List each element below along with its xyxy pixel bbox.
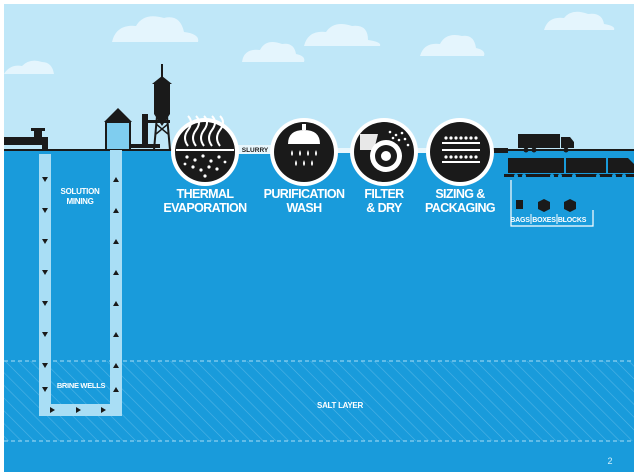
flow-arrows-down [42,177,48,392]
slurry-label: SLURRY [242,147,269,154]
thermal-evaporation-step: THERMAL EVAPORATION [163,115,248,215]
step-label-line: & DRY [366,201,403,215]
flow-arrows-up [113,177,119,392]
pipe-connector [336,148,352,153]
bag-icon [516,200,523,209]
brine-well-pipes [39,150,122,416]
step-label-line: EVAPORATION [163,201,247,215]
pipe-connector [492,148,508,153]
step-label-line: FILTER [364,187,404,201]
step-label-line: SIZING & [435,187,485,201]
flow-arrows-right [50,407,106,413]
diagram-canvas: SLURRY THERMAL EVAPORATION [4,4,634,472]
refinery-silo-icon [142,64,172,151]
solution-mining-label: MINING [66,197,93,206]
conveyor-icon [430,122,490,182]
step-label-line: PURIFICATION [264,187,345,201]
pipe-connector [416,148,430,153]
packaging-label: BOXES [532,217,556,224]
storage-tank [104,108,132,151]
step-label-line: PACKAGING [425,201,495,215]
solution-mining-label: SOLUTION [61,187,100,196]
shower-icon [274,122,334,182]
block-icon [564,199,576,212]
filter-dry-step: FILTER & DRY [350,118,418,215]
cloud [304,24,381,46]
purification-wash-step: PURIFICATION WASH [264,118,346,215]
slurry-pipe [236,145,274,154]
box-icon [538,199,550,212]
salt-layer-label: SALT LAYER [317,401,363,410]
page-number: 2 [607,456,612,466]
cloud [544,11,615,30]
salt-process-diagram: SLURRY THERMAL EVAPORATION [4,4,634,472]
packaging-label: BAGS [510,217,530,224]
packaging-types: BAGS BOXES BLOCKS [510,180,594,227]
truck-icon [518,134,574,153]
surface-pipe [130,144,160,148]
cloud [4,60,54,74]
brine-wells-label: BRINE WELLS [57,381,106,390]
clouds [4,11,615,74]
step-label-line: THERMAL [177,187,235,201]
cloud [242,42,305,62]
train-icon [504,158,634,178]
sizing-packaging-step: SIZING & PACKAGING [425,118,496,215]
step-label-line: WASH [286,201,322,215]
cloud [420,35,485,56]
salt-layer-band [4,361,634,441]
packaging-label: BLOCKS [558,217,587,224]
cloud [112,16,199,42]
